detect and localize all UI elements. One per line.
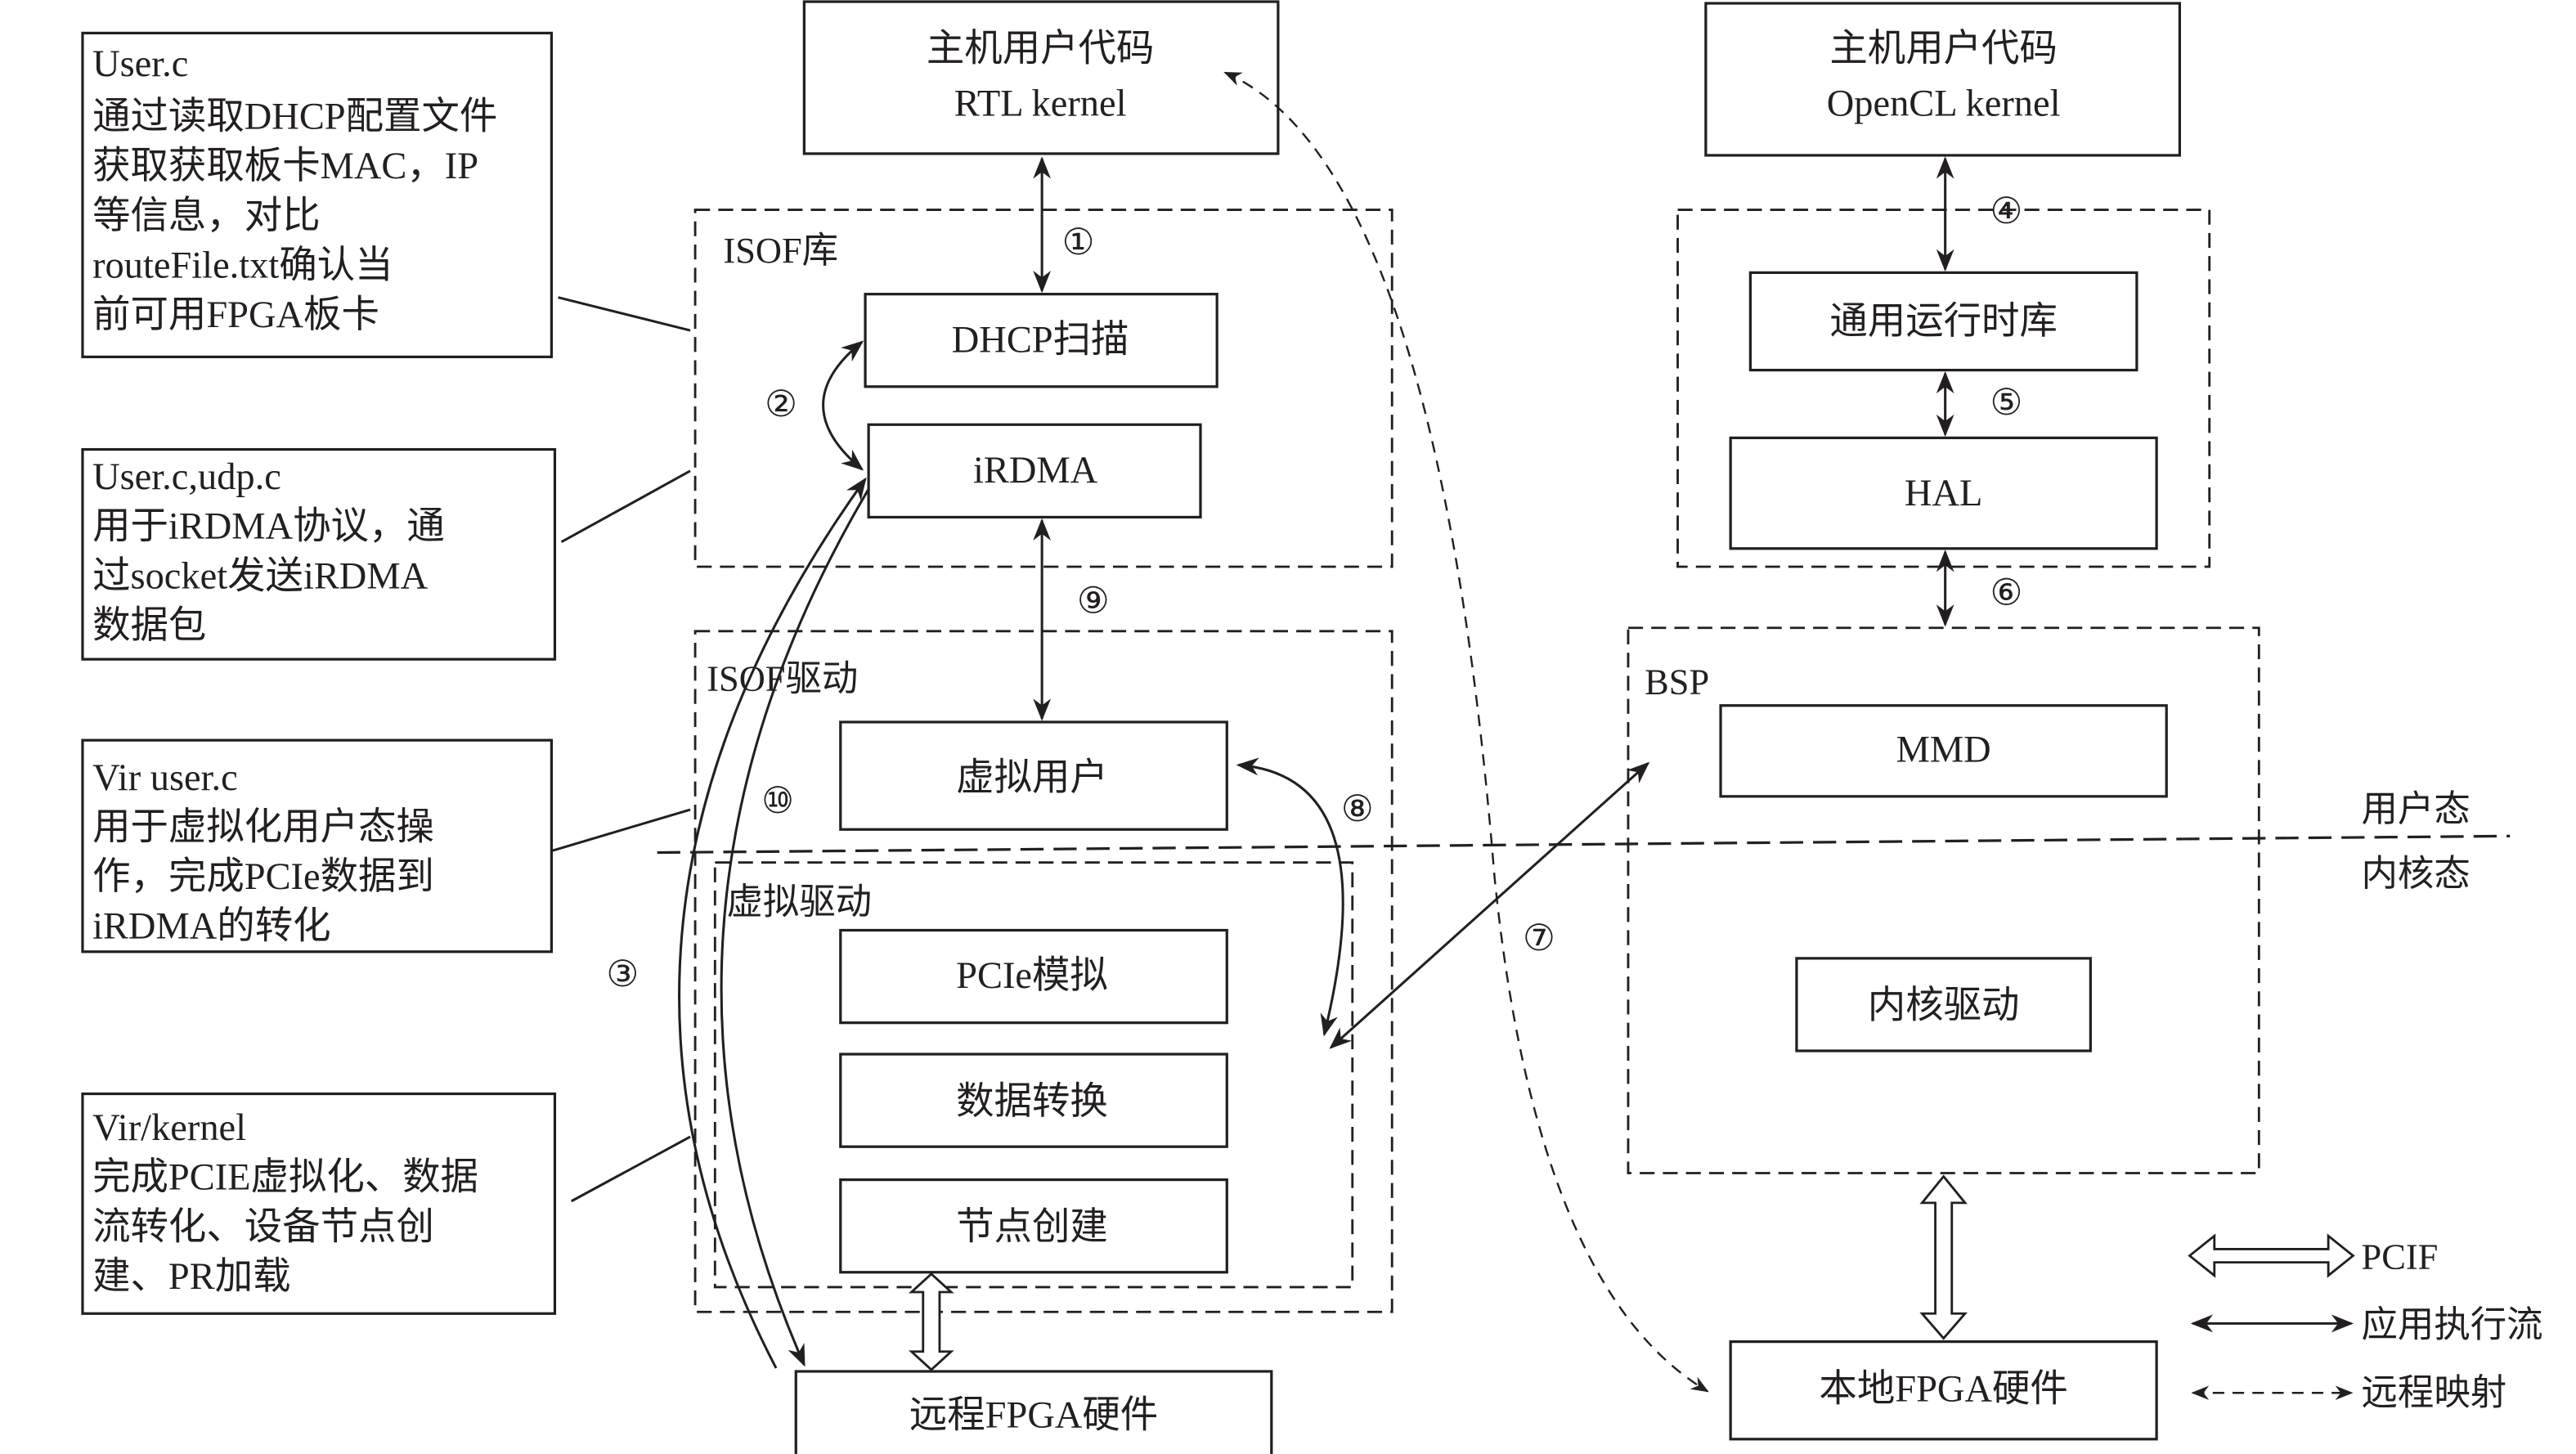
svg-text:BSP: BSP: [1645, 662, 1709, 702]
kernel-mode-label: 内核态: [2362, 853, 2471, 894]
virtual-driver-group: 虚拟驱动: [713, 861, 1354, 1289]
svg-text:主机用户代码: 主机用户代码: [1829, 29, 2058, 70]
step-3: ③: [606, 954, 639, 994]
host-opencl-kernel-box: 主机用户代码 OpenCL kernel: [1704, 2, 2181, 157]
svg-text:虚拟用户: 虚拟用户: [956, 757, 1108, 799]
data-convert-box: 数据转换: [839, 1052, 1228, 1148]
svg-text:Vir user.c: Vir user.c: [92, 757, 238, 799]
svg-text:iRDMA的转化: iRDMA的转化: [92, 906, 330, 948]
svg-text:iRDMA: iRDMA: [973, 450, 1098, 491]
mmd-box: MMD: [1719, 704, 2168, 798]
svg-text:过socket发送iRDMA: 过socket发送iRDMA: [92, 555, 429, 597]
dhcp-scan-box: DHCP扫描: [864, 293, 1218, 388]
svg-text:DHCP扫描: DHCP扫描: [952, 319, 1129, 361]
annotation-user-c: User.c 通过读取DHCP配置文件 获取获取板卡MAC，IP 等信息，对比 …: [81, 31, 554, 359]
legend-remote-map-label: 远程映射: [2362, 1371, 2507, 1412]
svg-text:获取获取板卡MAC，IP: 获取获取板卡MAC，IP: [92, 146, 478, 187]
svg-text:MMD: MMD: [1896, 729, 1991, 770]
svg-text:建、PR加载: 建、PR加载: [92, 1256, 290, 1298]
svg-text:主机用户代码: 主机用户代码: [927, 29, 1155, 70]
svg-text:OpenCL kernel: OpenCL kernel: [1827, 83, 2061, 124]
arrow-3-up: [678, 477, 867, 1369]
svg-text:远程FPGA硬件: 远程FPGA硬件: [909, 1395, 1158, 1437]
user-kernel-divider: [657, 834, 2511, 855]
legend-app-flow-label: 应用执行流: [2362, 1304, 2543, 1345]
leader-line-2: [560, 469, 691, 544]
svg-text:PCIe模拟: PCIe模拟: [956, 955, 1108, 997]
svg-text:routeFile.txt确认当: routeFile.txt确认当: [92, 245, 393, 286]
svg-text:RTL kernel: RTL kernel: [954, 83, 1127, 124]
svg-text:前可用FPGA板卡: 前可用FPGA板卡: [92, 294, 379, 336]
leader-line-4: [570, 1135, 691, 1203]
svg-text:ISOF库: ISOF库: [723, 230, 838, 271]
svg-text:内核驱动: 内核驱动: [1868, 985, 2020, 1027]
arrow-8: [1236, 757, 1344, 1037]
runtime-library-box: 通用运行时库: [1748, 271, 2138, 372]
legend-pcif-icon: [2188, 1233, 2355, 1278]
kernel-driver-box: 内核驱动: [1795, 957, 2092, 1052]
arrow-7: [1329, 761, 1650, 1049]
arrow-3-down: [720, 488, 870, 1367]
step-1: ①: [1062, 222, 1095, 263]
pcif-arrow-right: [1919, 1174, 1968, 1340]
svg-text:HAL: HAL: [1905, 473, 1982, 514]
svg-text:用于虚拟化用户态操: 用于虚拟化用户态操: [92, 806, 434, 848]
svg-text:用于iRDMA协议，通: 用于iRDMA协议，通: [92, 506, 445, 548]
step-6: ⑥: [1990, 572, 2022, 613]
legend-pcif-label: PCIF: [2362, 1236, 2439, 1277]
remote-fpga-box: 远程FPGA硬件: [794, 1370, 1273, 1454]
local-fpga-box: 本地FPGA硬件: [1729, 1340, 2158, 1441]
svg-text:User.c: User.c: [92, 43, 188, 85]
step-7: ⑦: [1523, 918, 1555, 958]
svg-text:User.c,udp.c: User.c,udp.c: [92, 456, 281, 498]
hal-box: HAL: [1729, 436, 2158, 550]
annotation-user-udp-c: User.c,udp.c 用于iRDMA协议，通 过socket发送iRDMA …: [81, 447, 557, 661]
irdma-box: iRDMA: [867, 423, 1202, 519]
svg-text:Vir/kernel: Vir/kernel: [92, 1107, 246, 1149]
step-9: ⑨: [1077, 581, 1110, 622]
user-mode-label: 用户态: [2362, 788, 2471, 829]
svg-text:完成PCIE虚拟化、数据: 完成PCIE虚拟化、数据: [92, 1157, 478, 1199]
svg-text:虚拟驱动: 虚拟驱动: [726, 881, 872, 922]
leader-line-1: [558, 296, 691, 332]
step-5: ⑤: [1990, 382, 2022, 423]
svg-text:流转化、设备节点创: 流转化、设备节点创: [92, 1206, 434, 1248]
legend: PCIF 应用执行流 远程映射: [2188, 1233, 2543, 1412]
svg-text:通用运行时库: 通用运行时库: [1829, 301, 2058, 343]
svg-text:节点创建: 节点创建: [956, 1206, 1108, 1248]
step-2: ②: [765, 384, 797, 424]
step-8: ⑧: [1341, 788, 1374, 829]
host-rtl-kernel-box: 主机用户代码 RTL kernel: [802, 0, 1280, 155]
svg-text:数据转换: 数据转换: [956, 1081, 1108, 1123]
svg-text:数据包: 数据包: [92, 605, 206, 647]
pcif-arrow-left: [908, 1272, 954, 1371]
svg-text:通过读取DHCP配置文件: 通过读取DHCP配置文件: [92, 96, 497, 138]
svg-text:作，完成PCIe数据到: 作，完成PCIe数据到: [92, 856, 434, 898]
svg-text:本地FPGA硬件: 本地FPGA硬件: [1819, 1368, 2067, 1410]
pcie-sim-box: PCIe模拟: [839, 928, 1228, 1025]
annotation-vir-user-c: Vir user.c 用于虚拟化用户态操 作，完成PCIe数据到 iRDMA的转…: [81, 738, 554, 954]
step-4: ④: [1990, 191, 2022, 231]
arrow-2: [822, 340, 864, 471]
virtual-user-box: 虚拟用户: [839, 720, 1228, 831]
node-create-box: 节点创建: [839, 1178, 1228, 1274]
arrow-remote-map: [1223, 71, 1709, 1393]
svg-text:等信息，对比: 等信息，对比: [92, 195, 321, 237]
step-10: ⑩: [761, 780, 794, 821]
annotation-vir-kernel: Vir/kernel 完成PCIE虚拟化、数据 流转化、设备节点创 建、PR加载: [81, 1092, 557, 1315]
leader-line-3: [550, 808, 691, 852]
